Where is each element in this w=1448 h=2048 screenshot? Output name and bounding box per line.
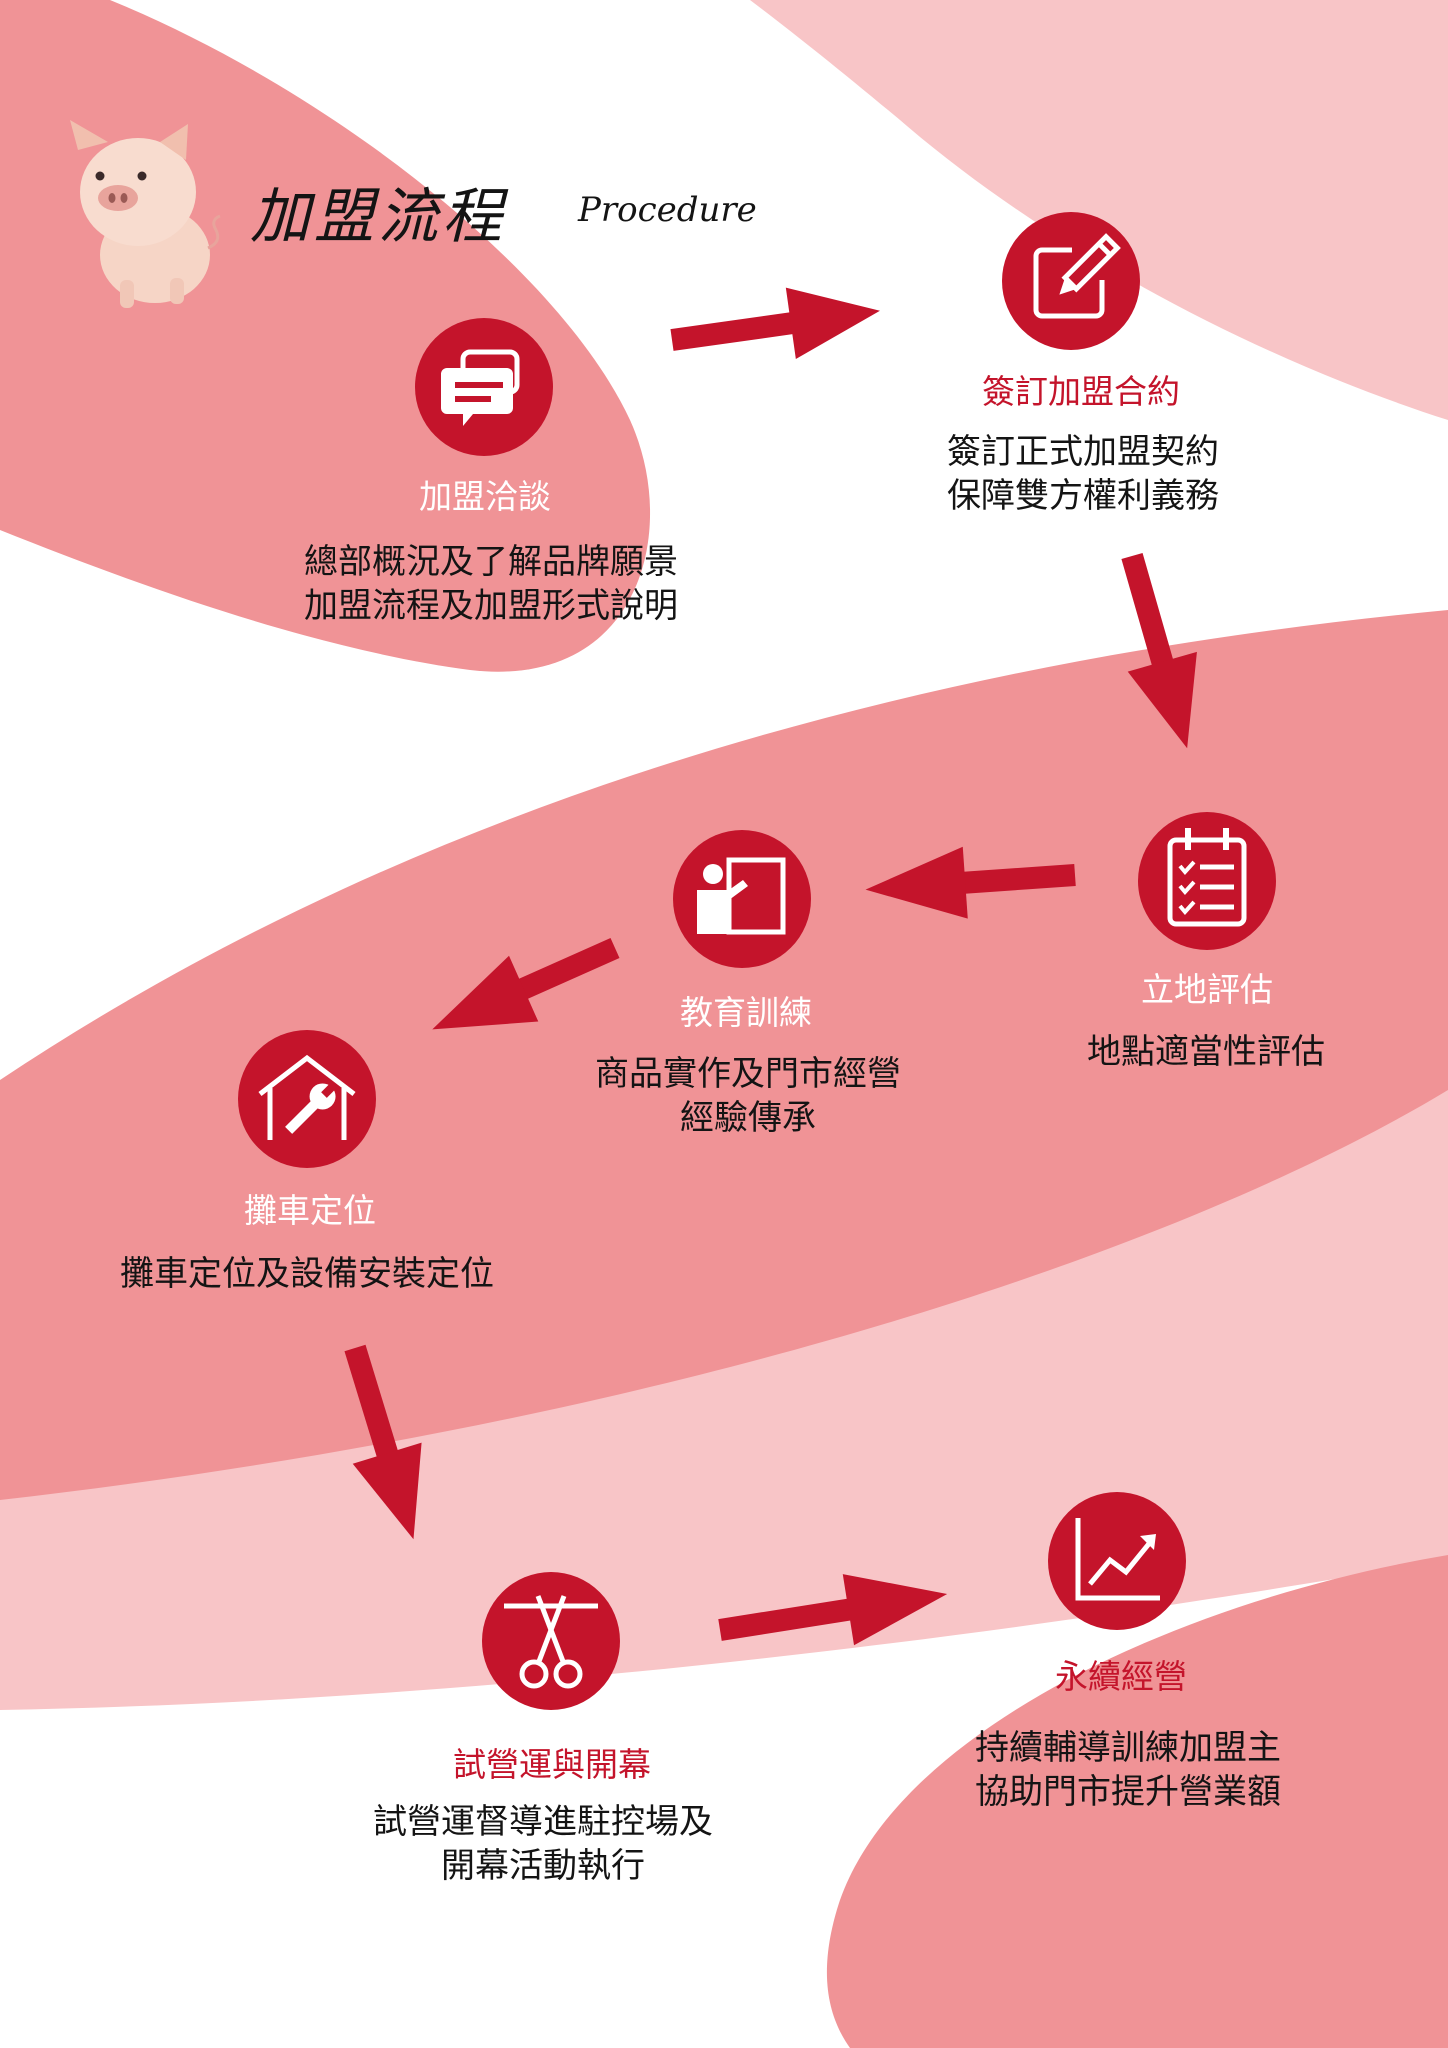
step-1-description: 總部概況及了解品牌願景 加盟流程及加盟形式說明 (304, 540, 678, 628)
page-subtitle: Procedure (578, 190, 757, 230)
top-right-light-band (750, 0, 1448, 420)
pig-mascot-icon (70, 120, 221, 308)
middle-dark-band (0, 610, 1448, 1500)
step-3-line-1: 地點適當性評估 (1087, 1032, 1325, 1072)
step-5-description: 攤車定位及設備安裝定位 (120, 1252, 494, 1296)
step-6-line-2: 開幕活動執行 (441, 1846, 645, 1886)
page-title: 加盟流程 (250, 182, 506, 252)
step-7-title: 永續經營 (1055, 1657, 1187, 1696)
step-5-line-1: 攤車定位及設備安裝定位 (120, 1254, 494, 1294)
step-1-line-2: 加盟流程及加盟形式說明 (304, 586, 678, 626)
step-1-line-1: 總部概況及了解品牌願景 (304, 542, 678, 582)
step-6-line-1: 試營運督導進駐控場及 (373, 1802, 713, 1842)
step-4-line-2: 經驗傳承 (680, 1098, 816, 1138)
step-2-line-1: 簽訂正式加盟契約 (947, 432, 1219, 472)
step-6-title: 試營運與開幕 (453, 1745, 651, 1784)
step-3-description: 地點適當性評估 (1087, 1030, 1325, 1074)
bottom-right-dark-blob (826, 1555, 1448, 2048)
step-4-line-1: 商品實作及門市經營 (595, 1054, 901, 1094)
pencil-edit-icon (1002, 212, 1140, 350)
step-4-title: 教育訓練 (680, 993, 812, 1032)
step-7-line-2: 協助門市提升營業額 (975, 1772, 1281, 1812)
step-4-description: 商品實作及門市經營 經驗傳承 (595, 1052, 901, 1140)
step-6-description: 試營運督導進駐控場及 開幕活動執行 (373, 1800, 713, 1888)
house-wrench-icon (238, 1030, 376, 1168)
step-7-description: 持續輔導訓練加盟主 協助門市提升營業額 (975, 1726, 1281, 1814)
ribbon-scissors-icon (482, 1572, 620, 1710)
step-3-title: 立地評估 (1141, 970, 1273, 1009)
step-2-description: 簽訂正式加盟契約 保障雙方權利義務 (947, 430, 1219, 518)
chat-bubbles-icon (415, 318, 553, 456)
checklist-icon (1138, 812, 1276, 950)
step-1-title: 加盟洽談 (419, 477, 551, 516)
teacher-board-icon (673, 830, 811, 968)
step-5-title: 攤車定位 (244, 1191, 376, 1230)
growth-chart-icon (1048, 1492, 1186, 1630)
step-2-line-2: 保障雙方權利義務 (947, 476, 1219, 516)
step-7-line-1: 持續輔導訓練加盟主 (975, 1728, 1281, 1768)
step-2-title: 簽訂加盟合約 (982, 372, 1180, 411)
